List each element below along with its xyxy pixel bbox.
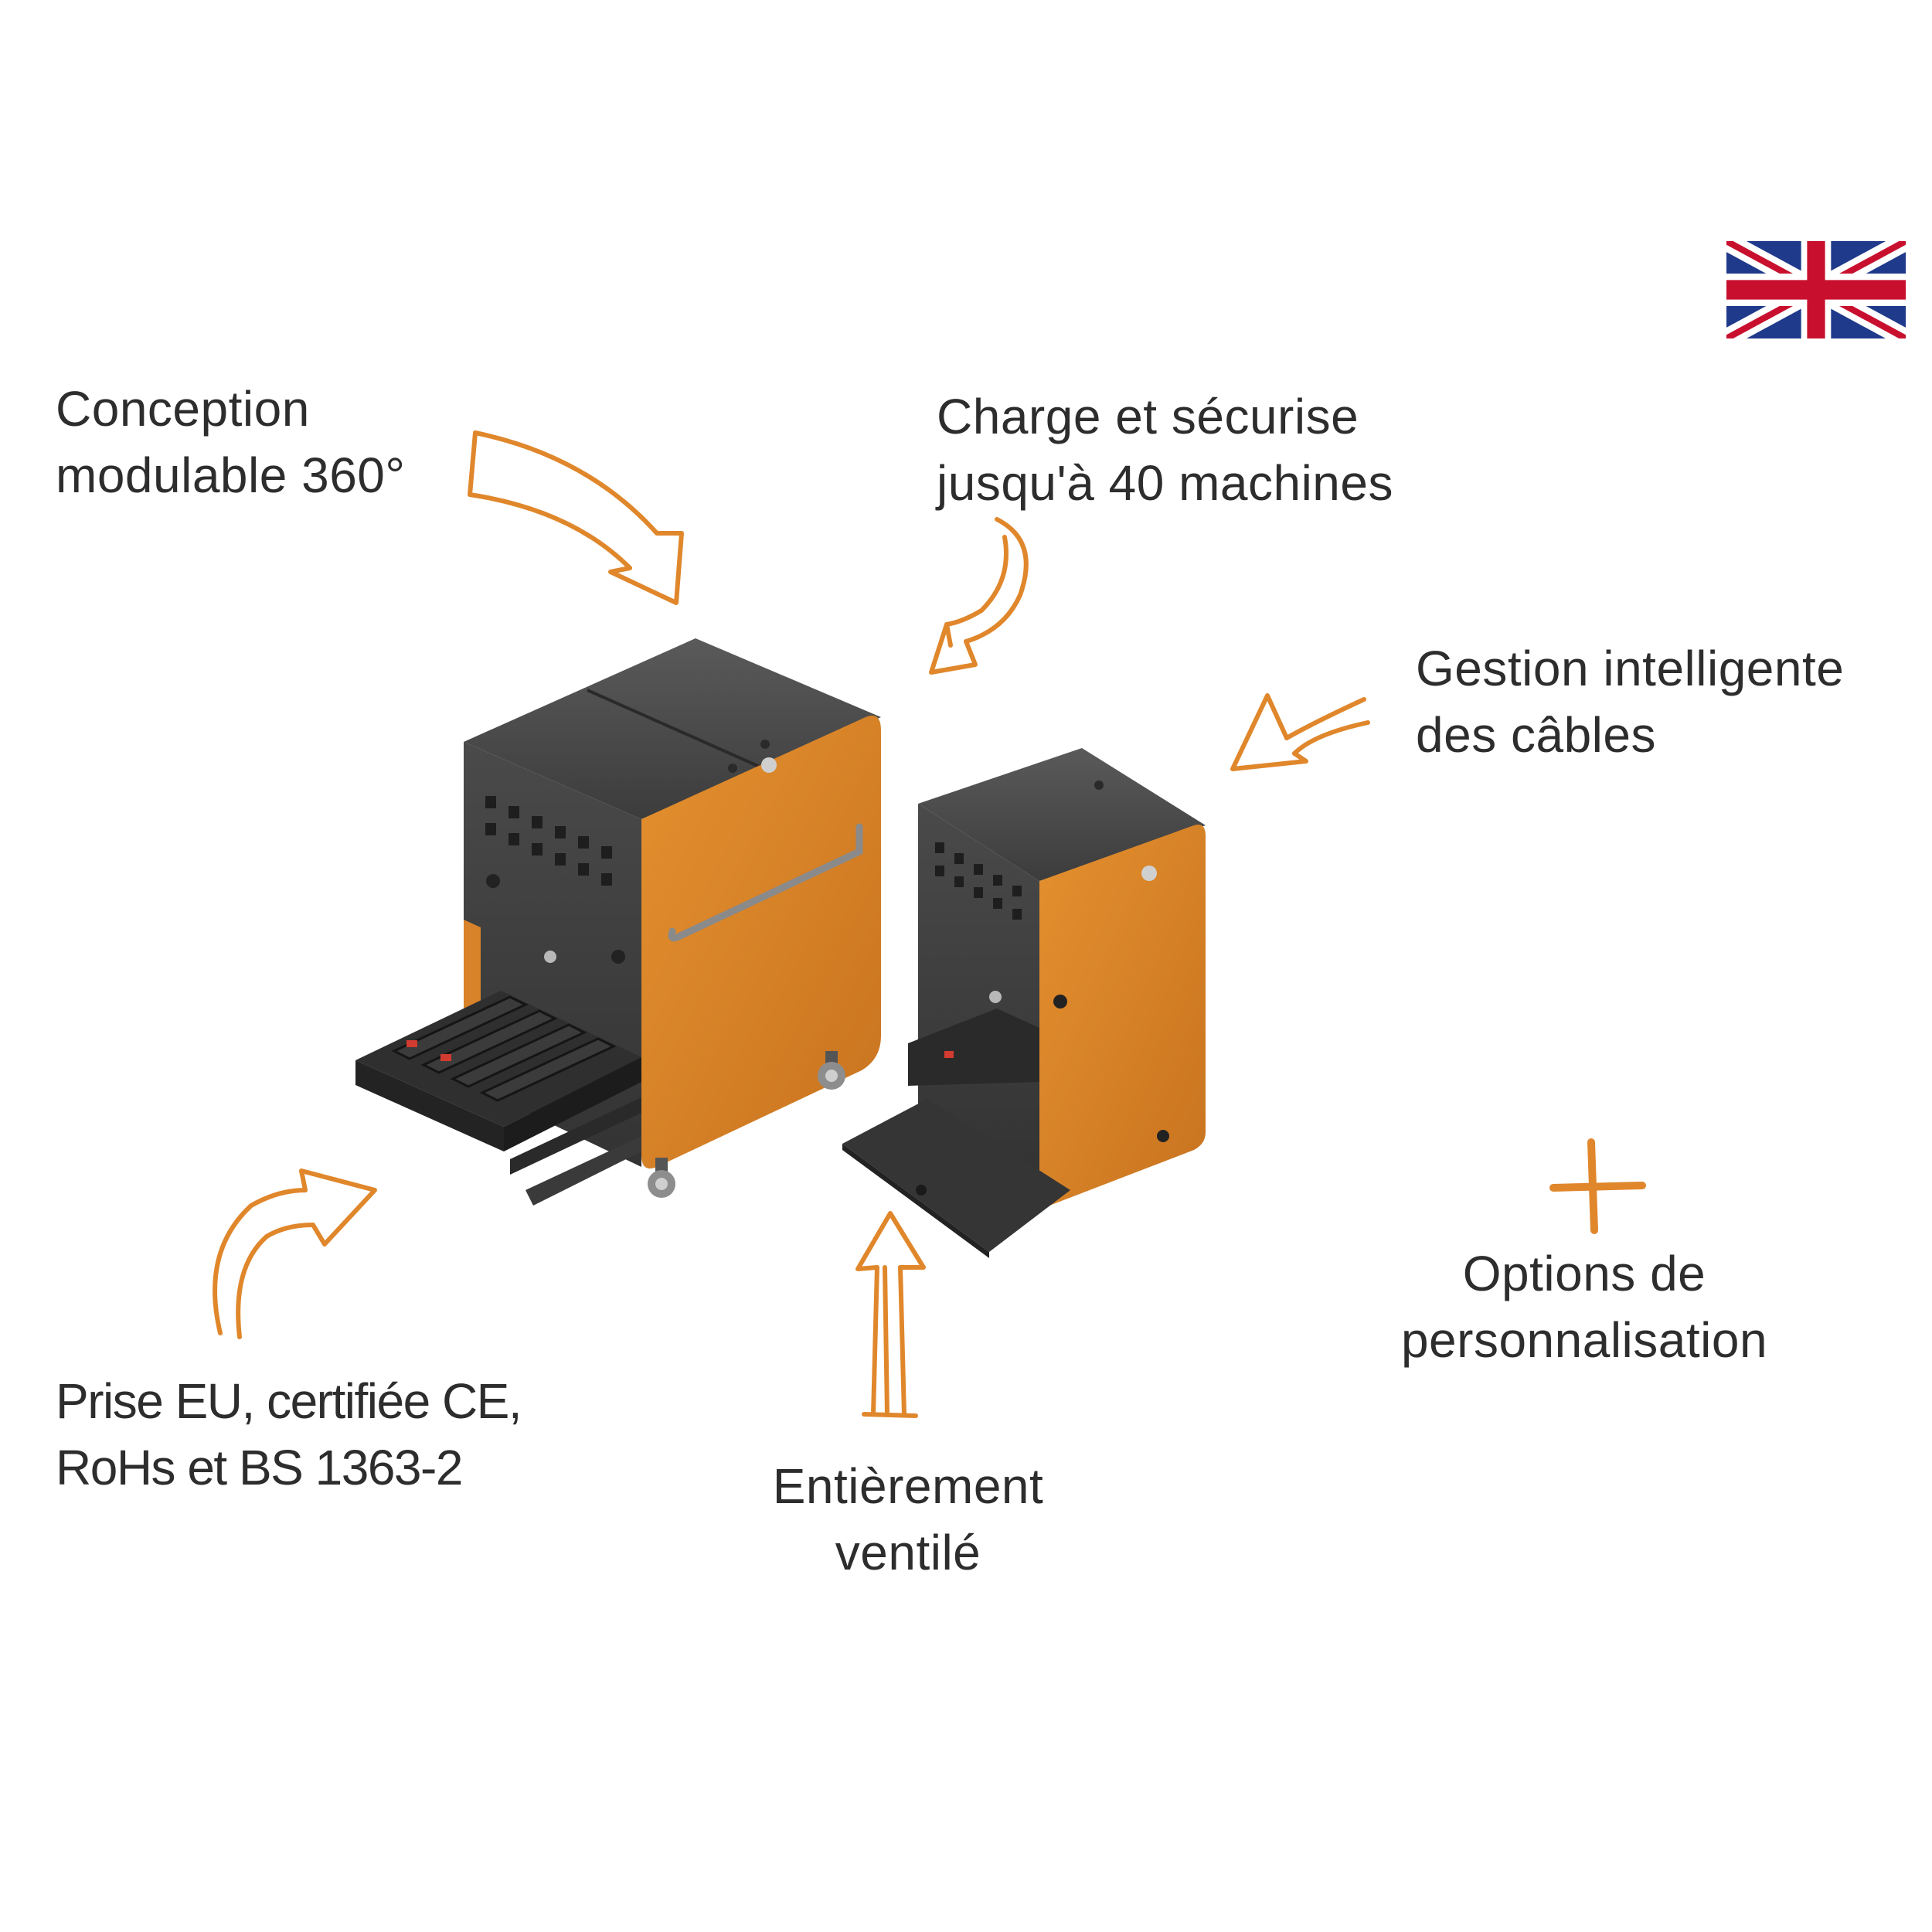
feature-options-line2: personnalisation — [1400, 1312, 1768, 1368]
plus-icon — [1549, 1138, 1646, 1234]
small-charging-cabinet — [842, 748, 1206, 1258]
feature-capacity-line1: Charge et sécurise — [937, 389, 1359, 444]
hand-drawn-arrow-icon — [468, 430, 684, 605]
feature-ventilation-line1: Entièrement — [772, 1458, 1044, 1514]
feature-options-line1: Options de — [1462, 1246, 1706, 1301]
feature-capacity-line2: jusqu'à 40 machines — [937, 455, 1393, 511]
feature-modular-design: Conception modulable 360° — [56, 376, 405, 509]
hand-drawn-arrow-icon — [1230, 693, 1370, 771]
feature-plug-line2: RoHs et BS 1363-2 — [56, 1440, 463, 1495]
hand-drawn-arrow-icon — [929, 517, 1029, 675]
feature-ventilation: Entièrement ventilé — [738, 1453, 1078, 1586]
feature-plug-certification: Prise EU, certifiée CE, RoHs et BS 1363-… — [56, 1368, 522, 1501]
feature-customization-options: Options de personnalisation — [1368, 1240, 1801, 1373]
feature-cables-line1: Gestion intelligente — [1416, 641, 1845, 696]
feature-modular-line1: Conception — [56, 381, 310, 437]
feature-modular-line2: modulable 360° — [56, 447, 406, 503]
feature-cables-line2: des câbles — [1416, 707, 1656, 763]
uk-flag-icon[interactable] — [1726, 241, 1906, 338]
hand-drawn-arrow-icon — [213, 1168, 377, 1339]
feature-plug-line1: Prise EU, certifiée CE, — [56, 1373, 522, 1429]
feature-capacity: Charge et sécurise jusqu'à 40 machines — [937, 383, 1393, 516]
feature-cable-management: Gestion intelligente des câbles — [1416, 635, 1844, 768]
hand-drawn-arrow-icon — [855, 1211, 926, 1418]
feature-ventilation-line2: ventilé — [835, 1525, 981, 1580]
large-charging-cabinet — [355, 638, 881, 1206]
